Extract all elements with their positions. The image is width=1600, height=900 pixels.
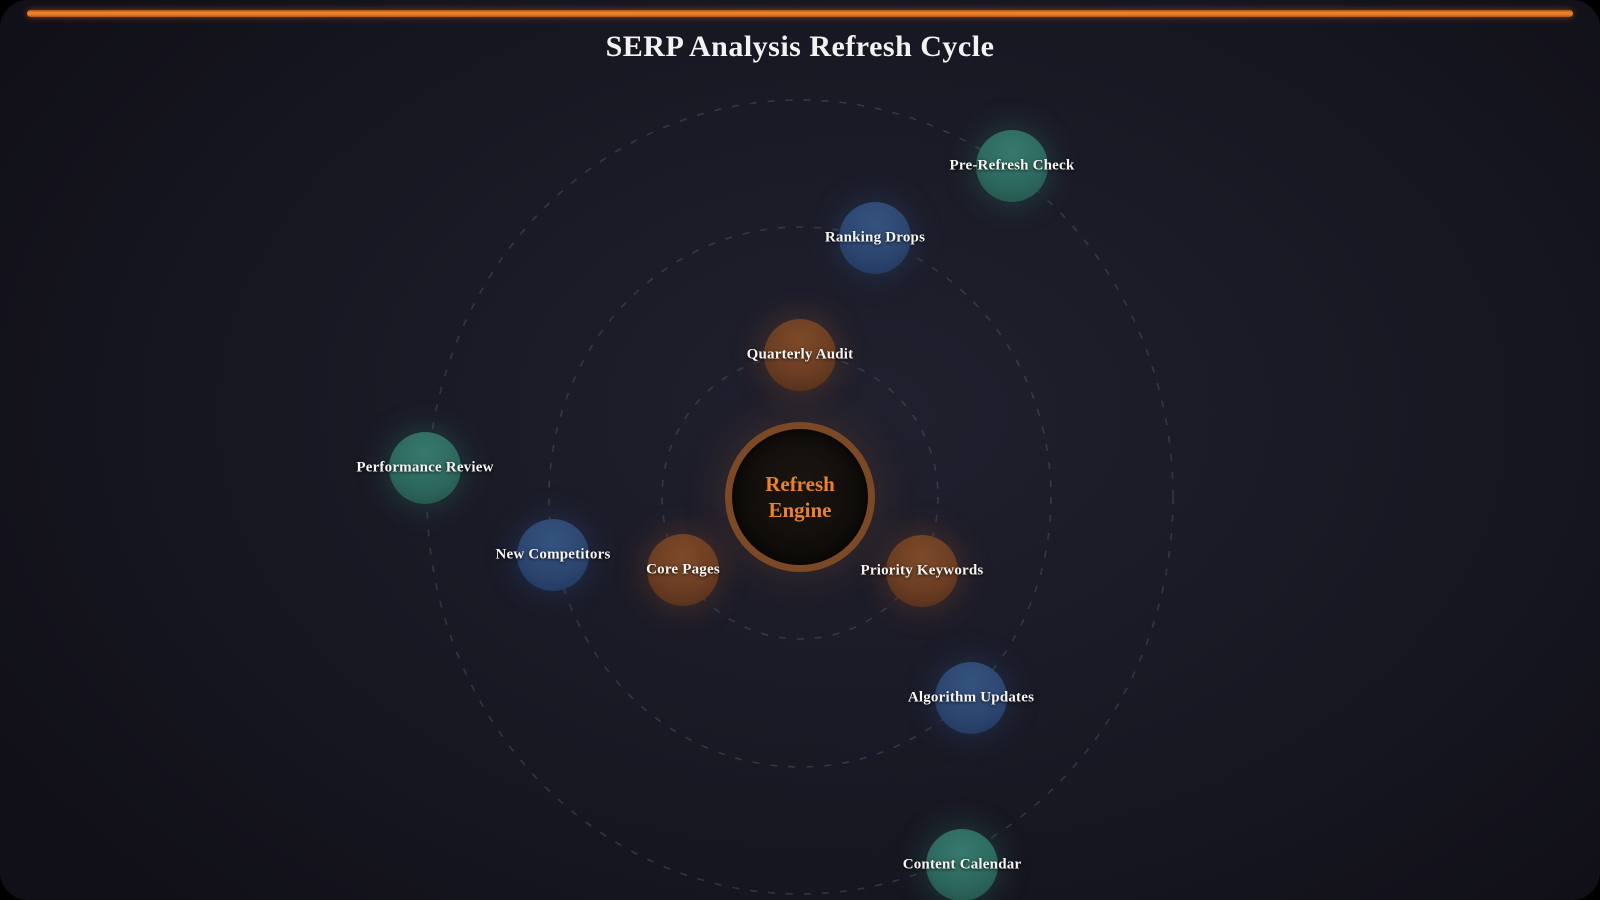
node-label-new-competitors: New Competitors — [495, 546, 611, 563]
node-ranking-drops[interactable]: Ranking Drops — [825, 202, 925, 274]
top-accent-bar — [27, 10, 1573, 17]
node-pre-refresh-check[interactable]: Pre-Refresh Check — [950, 130, 1074, 202]
node-algorithm-updates[interactable]: Algorithm Updates — [908, 662, 1034, 734]
node-label-quarterly-audit: Quarterly Audit — [746, 346, 854, 363]
orbit-ring-2 — [548, 226, 1052, 768]
node-label-pre-refresh-check: Pre-Refresh Check — [949, 157, 1075, 174]
node-label-performance-review: Performance Review — [356, 459, 494, 476]
node-content-calendar[interactable]: Content Calendar — [903, 829, 1021, 900]
node-new-competitors[interactable]: New Competitors — [495, 519, 610, 591]
node-quarterly-audit[interactable]: Quarterly Audit — [747, 319, 853, 391]
page-title: SERP Analysis Refresh Cycle — [605, 30, 995, 63]
node-label-priority-keywords: Priority Keywords — [860, 562, 984, 579]
orbit-ring-1 — [661, 354, 939, 640]
node-label-algorithm-updates: Algorithm Updates — [907, 689, 1035, 706]
node-priority-keywords[interactable]: Priority Keywords — [861, 535, 983, 607]
node-core-pages[interactable]: Core Pages — [646, 534, 720, 606]
engine-label-line-1: Refresh — [765, 472, 835, 496]
node-label-ranking-drops: Ranking Drops — [824, 229, 926, 246]
node-performance-review[interactable]: Performance Review — [356, 432, 493, 504]
engine-label-line-2: Engine — [768, 498, 832, 522]
refresh-engine-hub[interactable]: Refresh Engine — [725, 422, 875, 572]
node-label-core-pages: Core Pages — [646, 561, 720, 578]
node-label-content-calendar: Content Calendar — [902, 856, 1022, 873]
